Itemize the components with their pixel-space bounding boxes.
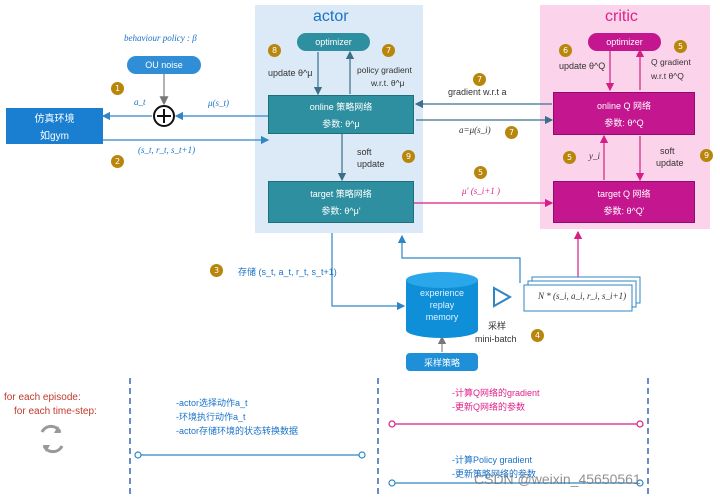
sampling-policy-label: 采样策略	[423, 357, 460, 368]
yi-label: y_i	[589, 151, 600, 161]
a-eq-mu-label: a=μ(s_i)	[459, 125, 491, 135]
actor-online-network[interactable]: online 策略网络 参数: θ^μ	[268, 95, 414, 134]
step-badge: 7	[382, 44, 395, 57]
critic-target-network[interactable]: target Q 网络 参数: θ^Q'	[553, 181, 695, 223]
actor-optimizer[interactable]: optimizer	[297, 33, 370, 51]
step-badge: 4	[531, 329, 544, 342]
store-arrow	[331, 233, 406, 311]
q-gradient-label: Q gradient	[651, 57, 691, 67]
policy-gradient-label: policy gradient	[357, 65, 412, 75]
loop-timestep-label: for each time-step:	[14, 406, 97, 417]
critic-online-label: online Q 网络	[596, 100, 652, 111]
behaviour-policy-label: behaviour policy : β	[124, 33, 197, 43]
critic-step-1: -计算Q网络的gradient	[452, 388, 540, 398]
q-gradient-sub: w.r.t θ^Q	[651, 71, 684, 81]
at-label: a_t	[134, 97, 146, 107]
step-badge: 3	[210, 264, 223, 277]
step-badge: 5	[563, 151, 576, 164]
actor-step-2: -环境执行动作a_t	[176, 412, 246, 422]
sample-label: 采样	[488, 321, 507, 331]
environment-sublabel: 如gym	[40, 131, 69, 142]
actor-update-sub: update	[357, 159, 385, 169]
critic-target-param: 参数: θ^Q'	[603, 206, 645, 216]
step-badge: 5	[474, 166, 487, 179]
play-triangle-icon	[493, 286, 513, 308]
replay-memory-cylinder	[406, 272, 478, 338]
transition-label: (s_t, r_t, s_t+1)	[138, 145, 196, 155]
minibatch-label: mini-batch	[475, 334, 517, 344]
actor-target-param: 参数: θ^μ'	[321, 206, 361, 216]
step-badge: 9	[700, 149, 713, 162]
step-badge: 2	[111, 155, 124, 168]
policy-gradient-sub: w.r.t. θ^μ	[371, 78, 405, 88]
watermark: CSDN @weixin_45650561	[474, 471, 641, 487]
critic-title: critic	[605, 8, 638, 25]
policy-step-1: -计算Policy gradient	[452, 455, 533, 465]
critic-target-label: target Q 网络	[597, 189, 651, 199]
loop-icon	[40, 424, 64, 454]
actor-target-label: target 策略网络	[310, 189, 372, 199]
minibatch-box-label: N * (s_i, a_i, r_i, s_i+1)	[538, 291, 627, 301]
critic-online-network[interactable]: online Q 网络 参数: θ^Q	[553, 92, 695, 135]
ou-noise-label: OU noise	[145, 60, 183, 70]
environment-label: 仿真环境	[34, 114, 75, 125]
critic-online-param: 参数: θ^Q	[604, 117, 644, 128]
ou-noise-box[interactable]: OU noise	[127, 56, 201, 74]
step-badge: 1	[111, 82, 124, 95]
actor-title: actor	[313, 8, 349, 25]
replay-memory-text: experience replay memory	[419, 288, 465, 322]
loop-episode-label: for each episode:	[4, 392, 81, 403]
actor-update-label: update θ^μ	[268, 68, 313, 78]
step-badge: 7	[505, 126, 518, 139]
actor-online-label: online 策略网络	[309, 101, 373, 112]
step-badge: 5	[674, 40, 687, 53]
critic-optimizer[interactable]: optimizer	[588, 33, 661, 51]
actor-target-network[interactable]: target 策略网络 参数: θ^μ'	[268, 181, 414, 223]
actor-optimizer-label: optimizer	[315, 37, 352, 47]
critic-update-sub: update	[656, 158, 684, 168]
store-label: 存储 (s_t, a_t, r_t, s_t+1)	[238, 267, 337, 277]
grad-wrt-a-label: gradient w.r.t a	[448, 87, 507, 97]
step-badge: 6	[559, 44, 572, 57]
minibatch-to-actor-arrow	[397, 234, 521, 283]
critic-soft-label: soft	[660, 146, 675, 156]
actor-online-param: 参数: θ^μ	[322, 118, 360, 129]
step-badge: 7	[473, 73, 486, 86]
policy-step-2: -更新策略网络的参数	[452, 469, 536, 479]
mu-st-label: μ(s_t)	[208, 98, 230, 108]
actor-step-1: -actor选择动作a_t	[176, 398, 248, 408]
step-badge: 8	[268, 44, 281, 57]
environment-box[interactable]: 仿真环境 如gym	[6, 108, 103, 144]
actor-soft-label: soft	[357, 147, 372, 157]
critic-step-2: -更新Q网络的参数	[452, 402, 525, 412]
mu-prime-label: μ' (s_i+1 )	[462, 186, 501, 196]
actor-step-3: -actor存储环境的状态转换数据	[176, 426, 299, 436]
step-badge: 9	[402, 150, 415, 163]
critic-update-label: update θ^Q	[559, 61, 606, 71]
sampling-policy-box[interactable]: 采样策略	[406, 353, 478, 371]
critic-optimizer-label: optimizer	[606, 37, 643, 47]
